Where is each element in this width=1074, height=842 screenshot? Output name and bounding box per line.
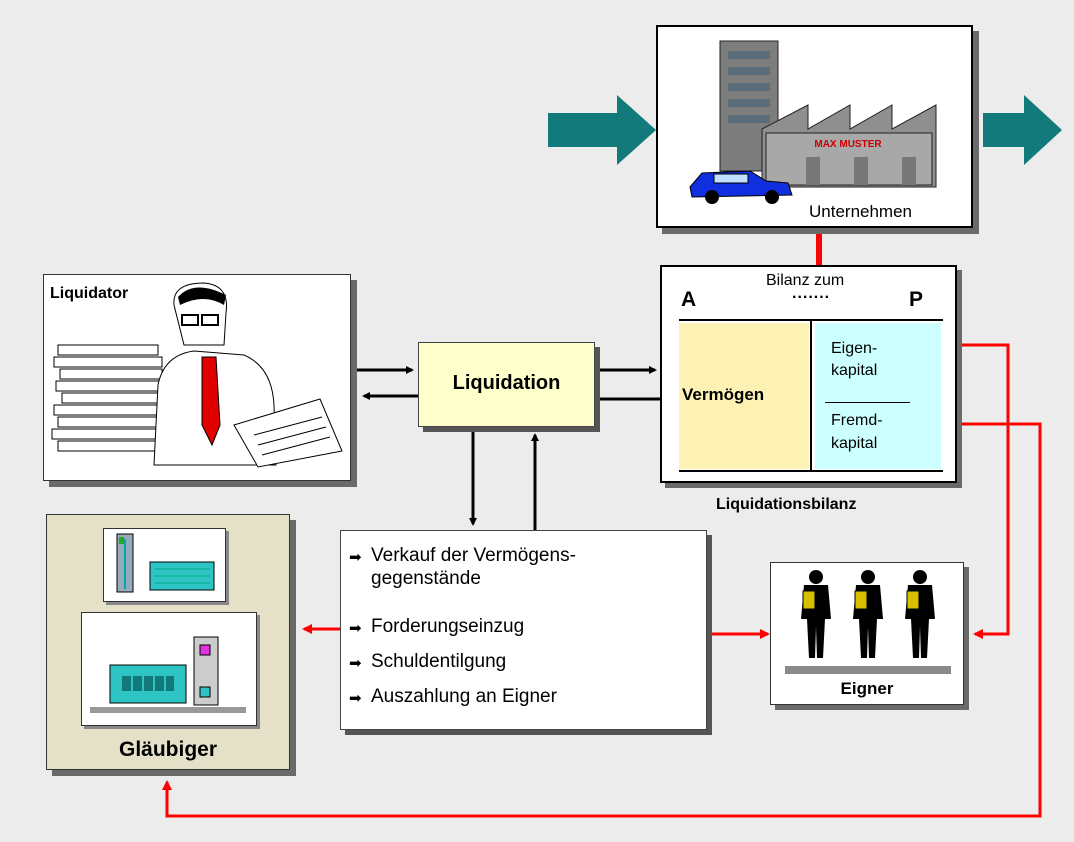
kapital-cell bbox=[815, 323, 941, 469]
task-item-line1: Verkauf der Vermögens- bbox=[371, 545, 576, 566]
task-item-line2: gegenstände bbox=[371, 568, 481, 589]
arrow-eigenkapital-to-eigner bbox=[917, 343, 1010, 639]
task-item-line1: Auszahlung an Eigner bbox=[371, 686, 557, 707]
eigner-box: Eigner bbox=[770, 562, 964, 705]
liquidator-illustration bbox=[51, 282, 343, 468]
bilanz-bottom-rule bbox=[679, 470, 943, 472]
liquidation-box: Liquidation bbox=[418, 342, 595, 427]
inflow-arrow bbox=[548, 95, 656, 165]
arrow-bullet-icon: ➡ bbox=[349, 655, 362, 672]
eigenkapital-line2: kapital bbox=[831, 362, 878, 379]
fremdkapital-line2: kapital bbox=[831, 435, 878, 452]
arrow-bullet-icon: ➡ bbox=[349, 690, 362, 707]
tasks-box: ➡ Verkauf der Vermögens- gegenstände ➡ F… bbox=[340, 530, 707, 730]
liquidator-label: Liquidator bbox=[50, 285, 129, 302]
arrow-bullet-icon: ➡ bbox=[349, 620, 362, 637]
server-icon bbox=[116, 533, 215, 593]
vermoegen-cell bbox=[679, 323, 809, 469]
factory-illustration: MAX MUSTER bbox=[689, 40, 937, 204]
unternehmen-box: MAX MUSTER Unternehmen bbox=[656, 25, 973, 228]
outflow-arrow bbox=[983, 95, 1062, 165]
person-icon bbox=[853, 570, 883, 658]
glaeubiger-terminal-card bbox=[81, 612, 257, 726]
task-item-line1: Forderungseinzug bbox=[371, 616, 525, 637]
bilanz-caption: Liquidationsbilanz bbox=[716, 496, 857, 513]
glaeubiger-monitor-card bbox=[103, 528, 226, 602]
arrow-bullet-icon: ➡ bbox=[349, 549, 362, 566]
terminal-icon bbox=[90, 636, 246, 713]
factory-sign: MAX MUSTER bbox=[814, 139, 882, 150]
vermoegen-label: Vermögen bbox=[682, 385, 765, 404]
eigner-label: Eigner bbox=[840, 679, 894, 698]
bilanz-divider bbox=[810, 321, 812, 471]
shareholders-illustration bbox=[785, 570, 951, 674]
bilanz-aktiva: A bbox=[681, 288, 697, 311]
glaeubiger-box: Gläubiger bbox=[46, 514, 290, 770]
liquidator-box: Liquidator bbox=[43, 274, 351, 481]
unternehmen-label: Unternehmen bbox=[809, 202, 913, 221]
arrow-fremdkapital-to-glaeubiger bbox=[162, 422, 1042, 818]
liquidation-label: Liquidation bbox=[452, 372, 561, 394]
kapital-separator bbox=[825, 402, 910, 403]
bilanz-heading-line2: ....... bbox=[792, 285, 831, 302]
bilanz-heading-line1: Bilanz zum bbox=[766, 272, 845, 289]
bilanz-passiva: P bbox=[909, 288, 924, 311]
bilanz-top-rule bbox=[679, 319, 943, 321]
fremdkapital-line1: Fremd- bbox=[831, 412, 883, 429]
person-icon bbox=[905, 570, 935, 658]
task-item-line1: Schuldentilgung bbox=[371, 651, 507, 672]
person-icon bbox=[801, 570, 831, 658]
glaeubiger-label: Gläubiger bbox=[118, 738, 218, 761]
bilanz-box: Bilanz zum ....... A P Vermögen Eigen- k… bbox=[660, 265, 957, 483]
eigenkapital-line1: Eigen- bbox=[831, 340, 878, 357]
